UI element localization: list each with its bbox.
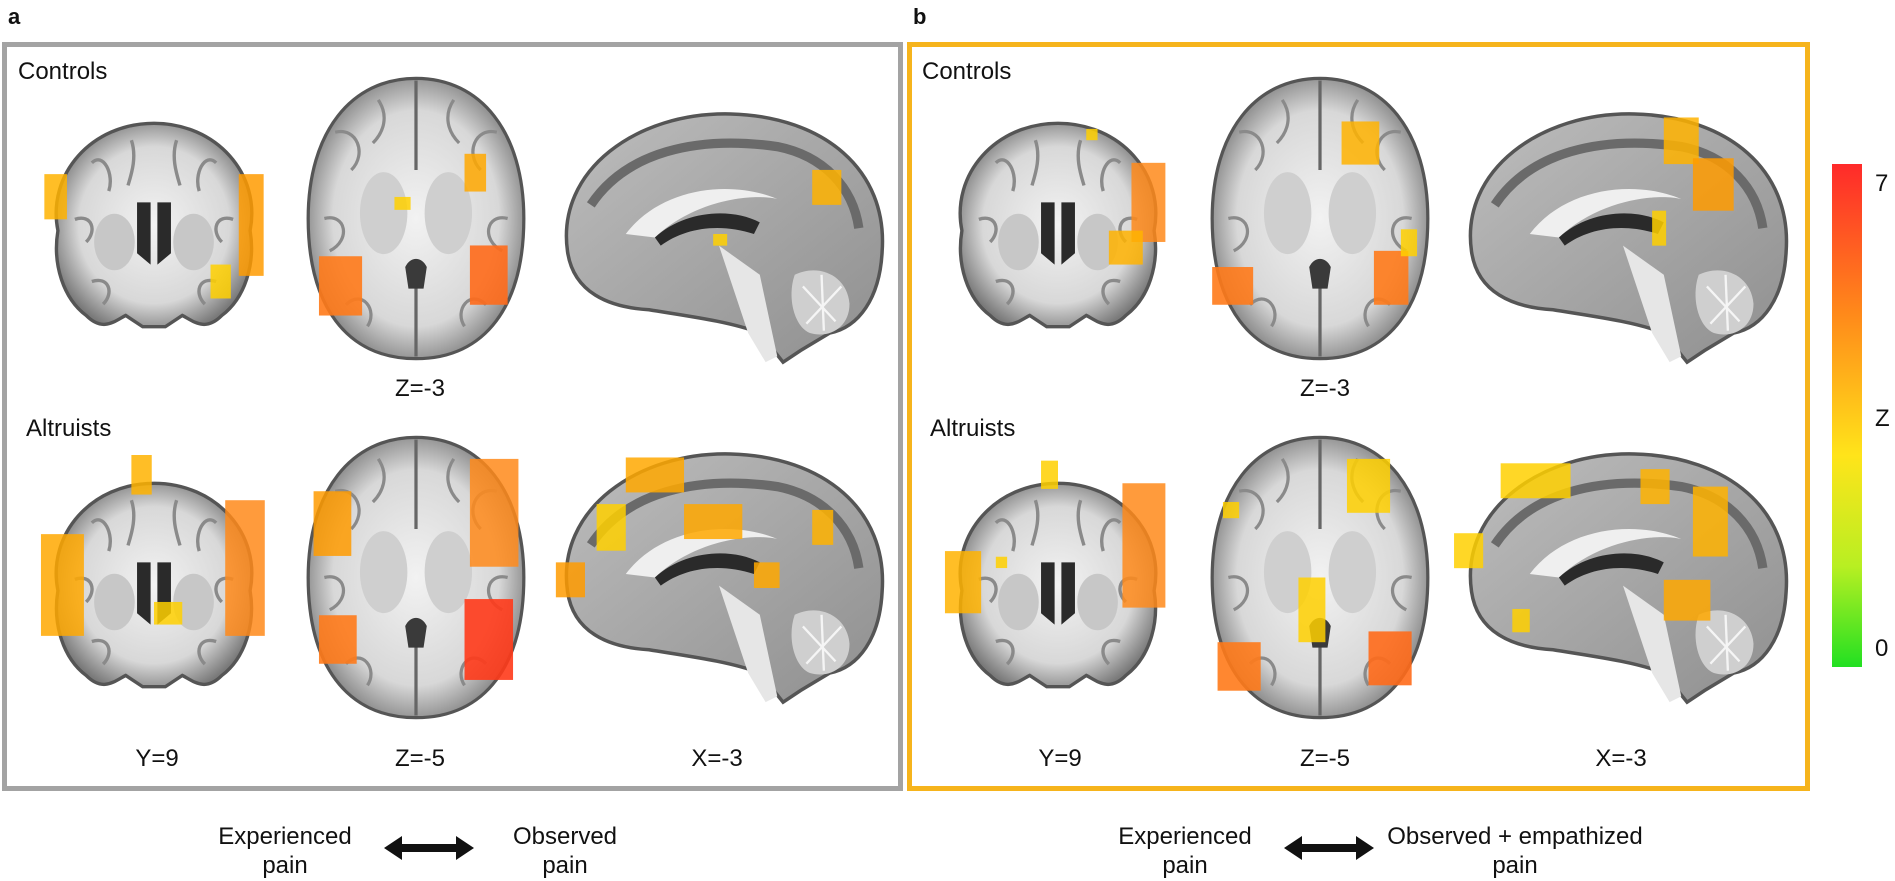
brain-sagittal-slice xyxy=(544,100,894,368)
group-label-controls: Controls xyxy=(18,58,108,85)
colorbar-min-label: 0 xyxy=(1875,635,1889,662)
panel-letter-a: a xyxy=(8,4,21,29)
colorbar-max-label: 7 xyxy=(1875,170,1889,197)
brain-coronal-slice xyxy=(24,95,284,355)
z-score-colorbar xyxy=(1832,164,1862,667)
panel-a-frame xyxy=(2,42,903,791)
brain-coronal-slice xyxy=(928,455,1188,715)
brain-axial-slice xyxy=(1196,425,1444,730)
panel-letter-b: b xyxy=(913,4,927,29)
coordinate-label: X=-3 xyxy=(1595,745,1647,772)
coordinate-label: Y=9 xyxy=(135,745,179,772)
group-label-altruists: Altruists xyxy=(26,415,112,442)
coordinate-label: Z=-3 xyxy=(394,375,445,402)
caption-observed-empathized-pain: Observed + empathized pain xyxy=(1387,823,1643,879)
brain-sagittal-slice xyxy=(1448,440,1798,708)
brain-coronal-slice xyxy=(24,455,284,715)
group-label-altruists: Altruists xyxy=(930,415,1016,442)
brain-axial-slice xyxy=(292,425,540,730)
brain-coronal-slice xyxy=(928,95,1188,355)
double-arrow-icon xyxy=(384,836,474,860)
brain-sagittal-slice xyxy=(1448,100,1798,368)
colorbar-mid-label: Z xyxy=(1875,405,1890,432)
panel-b-frame xyxy=(907,42,1810,791)
double-arrow-icon xyxy=(1284,836,1374,860)
coordinate-label: Z=-3 xyxy=(1299,375,1350,402)
group-label-controls: Controls xyxy=(922,58,1012,85)
caption-experienced-pain: Experienced pain xyxy=(218,823,352,879)
coordinate-label: Z=-5 xyxy=(1299,745,1350,772)
coordinate-label: Z=-5 xyxy=(394,745,445,772)
coordinate-label: X=-3 xyxy=(691,745,743,772)
brain-sagittal-slice xyxy=(544,440,894,708)
brain-axial-slice xyxy=(1196,66,1444,371)
coordinate-label: Y=9 xyxy=(1038,745,1082,772)
brain-axial-slice xyxy=(292,66,540,371)
caption-observed-pain: Observed pain xyxy=(512,823,618,879)
caption-experienced-pain: Experienced pain xyxy=(1118,823,1252,879)
